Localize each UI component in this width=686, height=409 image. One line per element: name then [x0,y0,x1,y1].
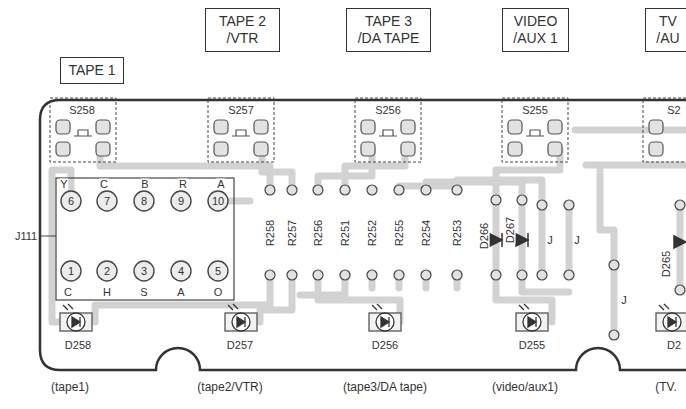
resistor-ref: R255 [394,219,405,247]
diode-ref: D265 [661,250,672,278]
input-label-box: VIDEO /AUX 1 [502,8,569,52]
signal-name: Y [59,179,68,190]
input-label-box: TAPE 2 /VTR [205,8,280,52]
signal-name: R [178,179,188,190]
input-label: VIDEO /AUX 1 [510,13,560,47]
signal-name: C [99,179,109,190]
resistor-ref: R254 [421,219,432,247]
led-ref: D2 [666,340,682,351]
jumper-ref: J [546,235,554,246]
led-ref: D258 [64,340,92,351]
switch-ref: S255 [521,105,549,116]
source-name: (tape2/VTR) [196,381,263,393]
pin-number: 10 [211,196,225,207]
pin-number: 3 [140,266,148,277]
input-label: TAPE 2 /VTR [213,13,272,47]
jumper-ref: J [573,235,581,246]
pin-number: 4 [177,266,185,277]
input-label-box: TV /AU [645,8,686,52]
resistor-ref: R253 [452,219,463,247]
pin-number: 1 [67,266,75,277]
pin-number: 6 [67,196,75,207]
input-label-box: TAPE 3 /DA TAPE [346,8,431,52]
led-ref: D257 [226,340,254,351]
switch-ref: S2 [666,105,681,116]
resistor-ref: R258 [265,219,276,247]
input-label: TV /AU [653,13,682,47]
resistor-ref: R251 [340,219,351,247]
diode-ref: D267 [505,216,516,244]
switch-ref: S256 [374,105,402,116]
switch-ref: S257 [227,105,255,116]
pin-number: 5 [214,266,222,277]
input-label: TAPE 3 /DA TAPE [354,13,423,47]
resistor-ref: R252 [367,219,378,247]
input-label: TAPE 1 [68,62,116,79]
pin-number: 9 [177,196,185,207]
source-name: (video/aux1) [491,381,559,393]
resistor-ref: R257 [287,219,298,247]
source-name: (tape1) [50,381,90,393]
led-ref: D256 [371,340,399,351]
led-ref: D255 [518,340,546,351]
signal-name: A [216,179,225,190]
jumper-ref: J [620,295,628,306]
resistor-ref: R256 [313,219,324,247]
signal-name: O [213,287,224,298]
signal-name: H [102,287,112,298]
pin-number: 8 [140,196,148,207]
source-name: (tape3/DA tape) [342,381,428,393]
signal-name: A [176,287,185,298]
pin-number: 2 [103,266,111,277]
input-label-box: TAPE 1 [60,57,124,84]
pin-number: 7 [103,196,111,207]
diode-ref: D266 [479,222,490,250]
signal-name: C [63,287,73,298]
connector-ref: J111 [14,231,38,242]
signal-name: B [140,179,149,190]
switch-ref: S258 [68,105,96,116]
signal-name: S [139,287,148,298]
source-name: (TV. [654,381,678,393]
